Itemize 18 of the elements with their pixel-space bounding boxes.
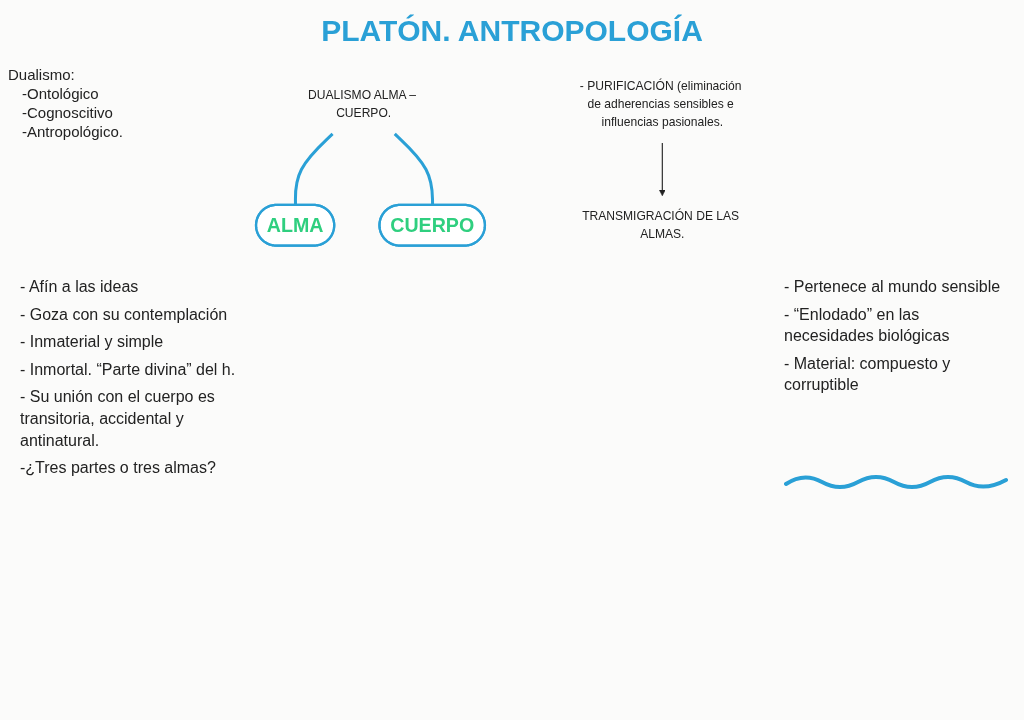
note-text: -Antropológico. xyxy=(22,123,123,140)
note-text: - Pertenece al mundo sensible xyxy=(784,277,1002,297)
arrow xyxy=(659,142,666,197)
node-text: DUALISMO ALMA – CUERPO. xyxy=(307,88,416,120)
note-text: - Material: compuesto y corruptible xyxy=(784,353,952,396)
title: PLATÓN. ANTROPOLOGÍA xyxy=(320,14,704,48)
node-text: - PURIFICACIÓN (eliminación de adherencias sensibles e influencias pasionales. xyxy=(579,79,742,129)
node-text: TRANSMIGRACIÓN DE LAS ALMAS. xyxy=(582,209,740,241)
note-text: -¿Tres partes o tres almas? xyxy=(20,458,217,479)
note-text: Dualismo: xyxy=(8,66,76,83)
note-text: - Goza con su contemplación xyxy=(20,304,229,325)
note-text: - Inmortal. “Parte divina” del h. xyxy=(20,359,237,380)
note-text: -Ontológico xyxy=(22,85,100,102)
note-text: - “Enlodado” en las necesidades biológicas xyxy=(784,304,951,347)
note-text: - Inmaterial y simple xyxy=(20,332,165,353)
note-text: - Su unión con el cuerpo es transitoria, accidental y antinatural. xyxy=(20,387,216,451)
note-text: - Afín a las ideas xyxy=(20,277,140,297)
note-text: -Cognoscitivo xyxy=(22,104,114,121)
